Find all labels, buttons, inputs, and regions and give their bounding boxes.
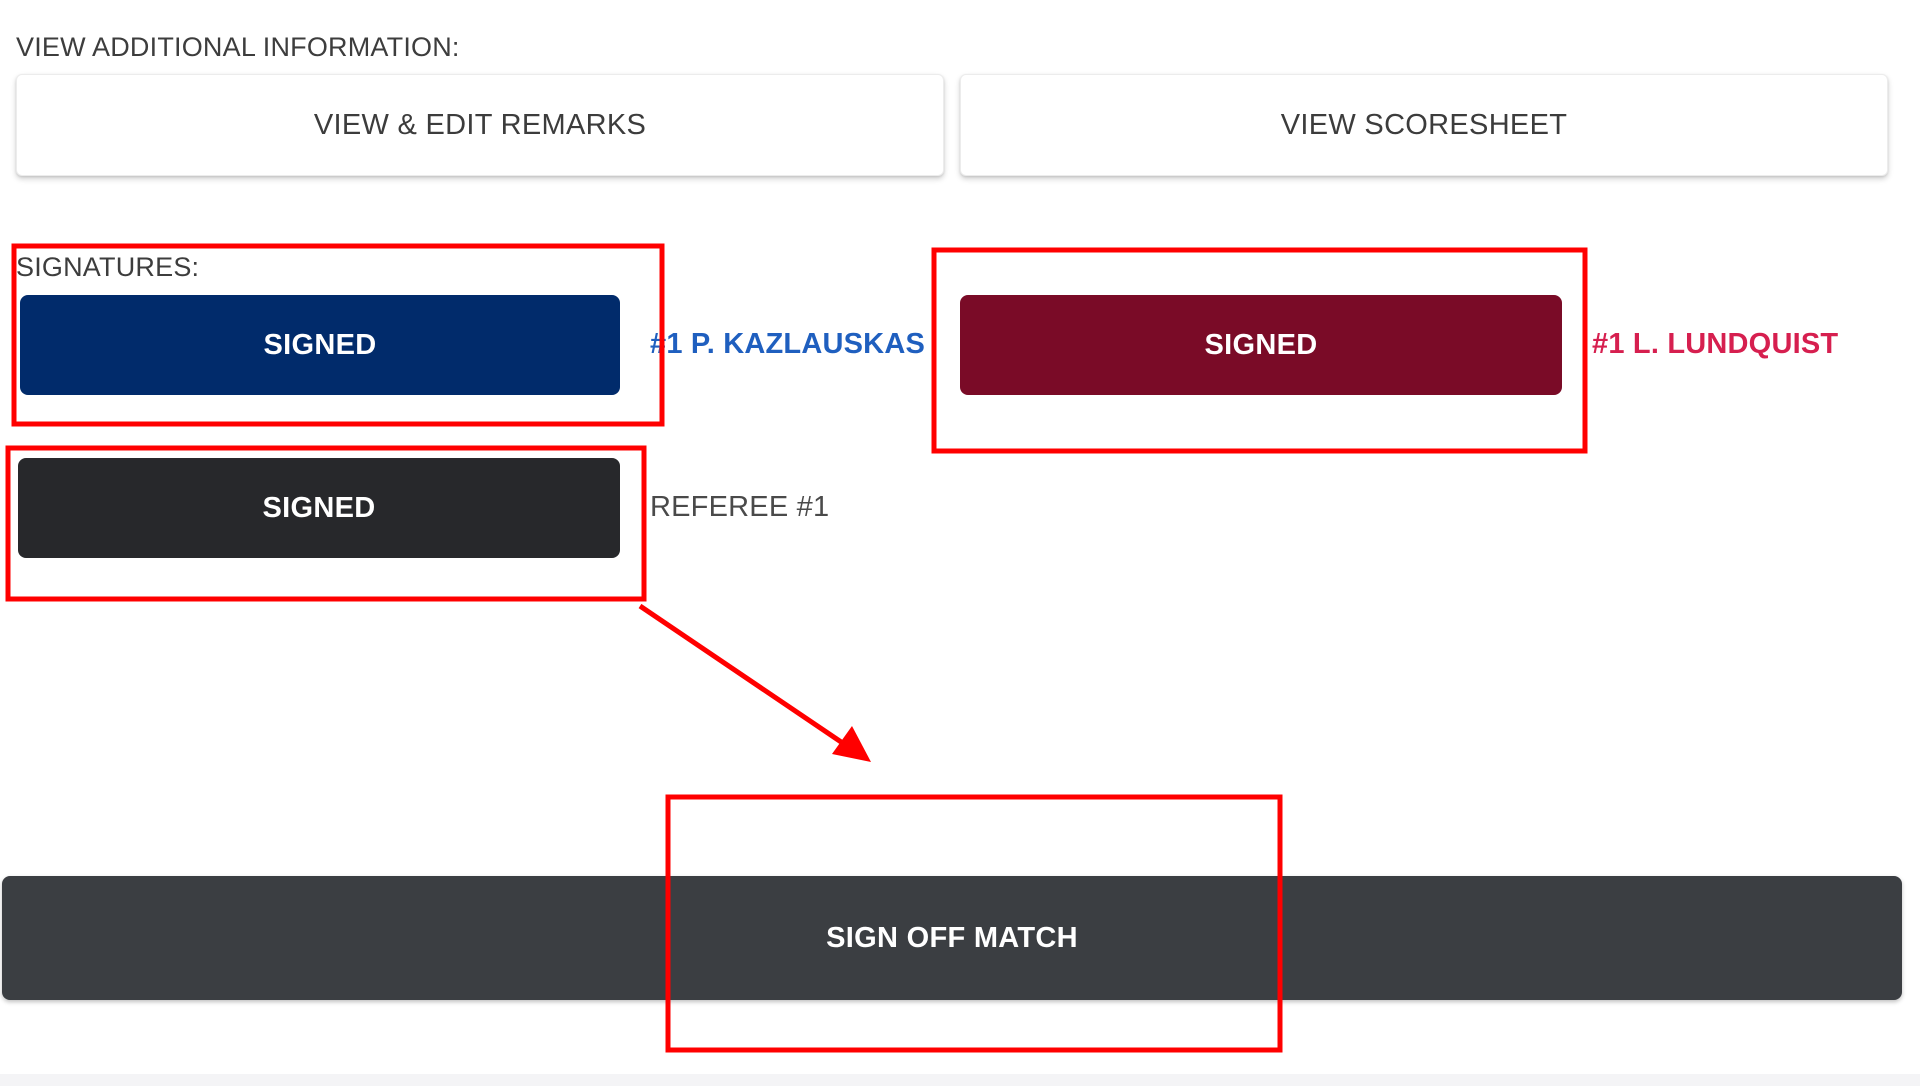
away-signer-name: #1 L. LUNDQUIST bbox=[1592, 328, 1839, 360]
signatures-label: SIGNATURES: bbox=[16, 252, 200, 282]
away-signature-button[interactable]: SIGNED bbox=[960, 295, 1562, 395]
home-signer-name: #1 P. KAZLAUSKAS bbox=[650, 328, 926, 360]
referee-signer-name: REFEREE #1 bbox=[650, 491, 830, 523]
annotation-arrow-line bbox=[638, 603, 852, 751]
referee-signature-button[interactable]: SIGNED bbox=[18, 458, 620, 558]
additional-info-label: VIEW ADDITIONAL INFORMATION: bbox=[16, 32, 460, 62]
footer-strip bbox=[0, 1074, 1920, 1086]
arrow-head-icon bbox=[832, 726, 871, 762]
home-signature-button[interactable]: SIGNED bbox=[20, 295, 620, 395]
sign-off-match-button[interactable]: SIGN OFF MATCH bbox=[2, 876, 1902, 1000]
view-scoresheet-button[interactable]: VIEW SCORESHEET bbox=[960, 74, 1888, 176]
view-edit-remarks-button[interactable]: VIEW & EDIT REMARKS bbox=[16, 74, 944, 176]
